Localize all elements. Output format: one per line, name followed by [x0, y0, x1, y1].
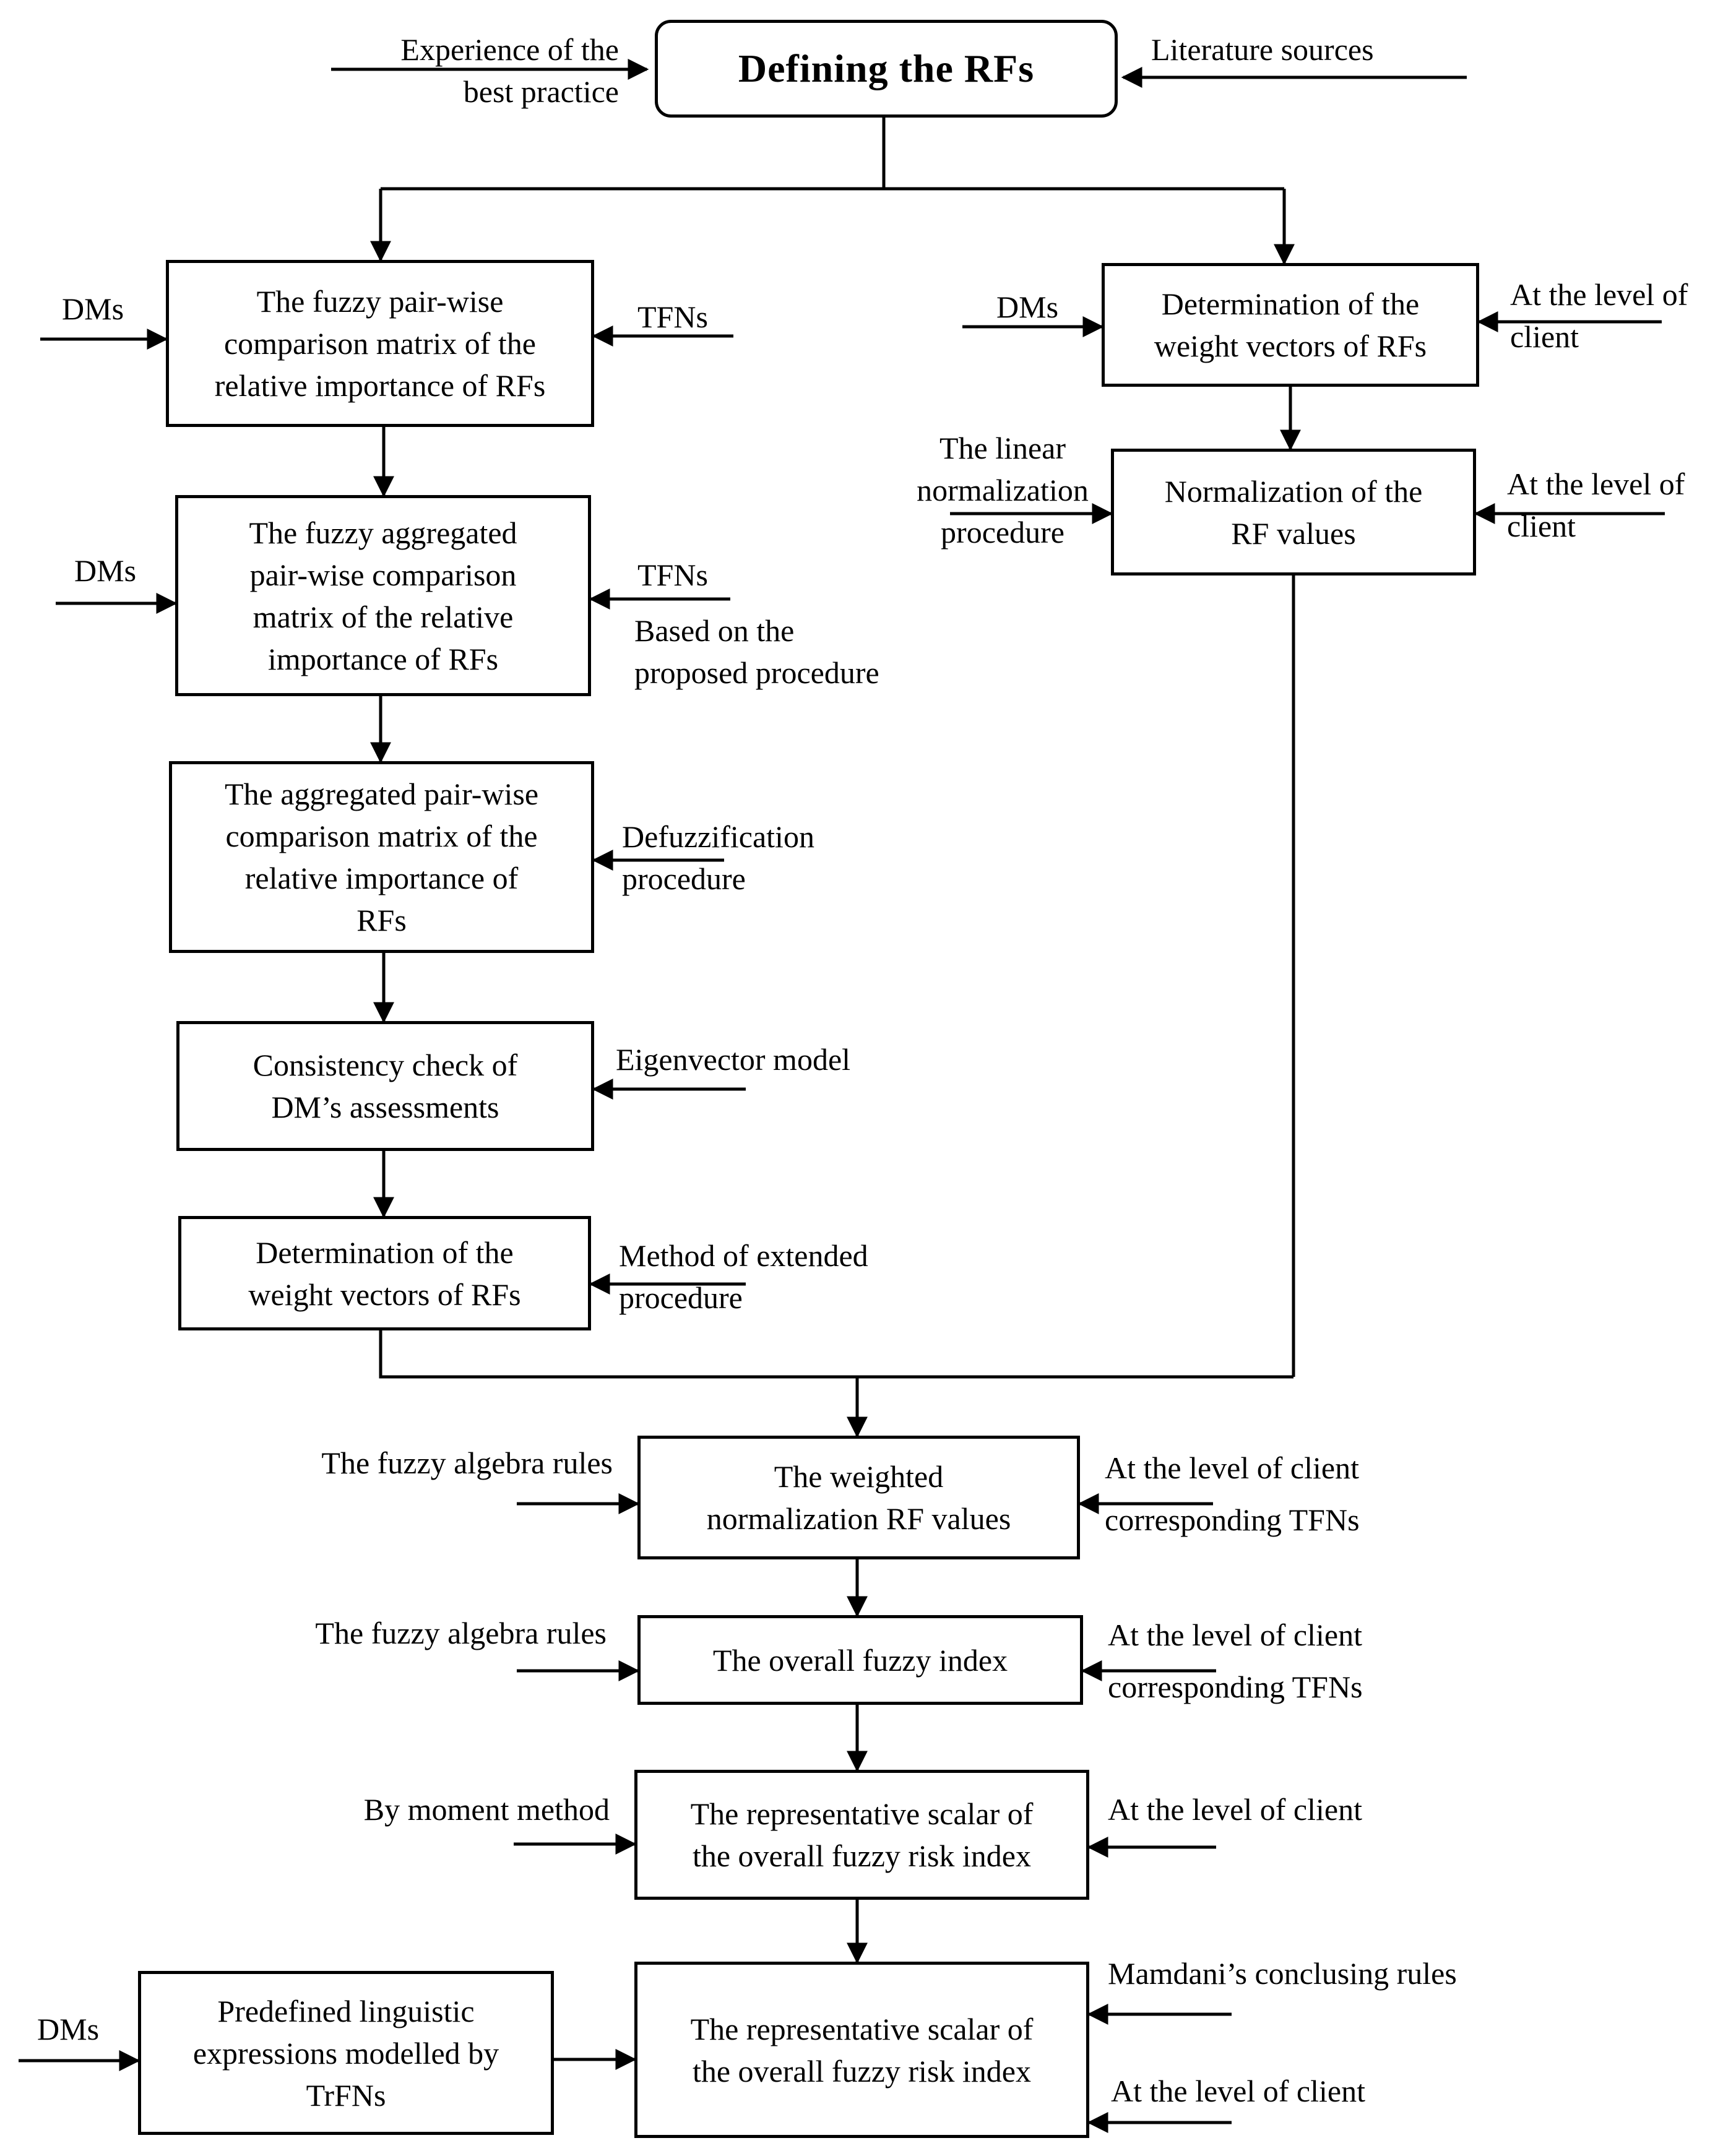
label-side-dms: DMs: [37, 2012, 100, 2046]
label-left2-dms: DMs: [74, 553, 137, 588]
box-fuzzy-pairwise-matrix: The fuzzy pair-wise comparison matrix of…: [166, 260, 594, 427]
label-right1-dms: DMs: [996, 290, 1059, 324]
label-right1-client: At the level of client: [1510, 277, 1688, 354]
label-left5-extended: Method of extended procedure: [619, 1238, 868, 1315]
box-aggregated-matrix: The aggregated pair-wise comparison matr…: [169, 761, 594, 953]
connector-left-merge: [379, 1330, 1293, 1379]
label-left3-defuzz: Defuzzification procedure: [622, 819, 814, 896]
label-b4-right-bottom: At the level of client: [1111, 2074, 1365, 2108]
box-linguistic-expressions: Predefined linguistic expressions modell…: [138, 1971, 554, 2135]
box-left-weight-vectors: Determination of the weight vectors of R…: [178, 1216, 591, 1330]
label-b3-left: By moment method: [363, 1792, 610, 1827]
label-experience: Experience of the best practice: [400, 32, 619, 109]
box-representative-scalar-final: The representative scalar of the overall…: [634, 1962, 1089, 2138]
label-b3-right: At the level of client: [1108, 1792, 1362, 1827]
label-right2-linear: The linear normalization procedure: [917, 431, 1089, 550]
label-left2-tfns: TFNs: [637, 558, 708, 592]
label-left1-tfns: TFNs: [637, 300, 708, 334]
box-right-weight-vectors: Determination of the weight vectors of R…: [1102, 263, 1479, 387]
box-representative-scalar: The representative scalar of the overall…: [634, 1770, 1089, 1900]
box-overall-fuzzy-index: The overall fuzzy index: [637, 1615, 1083, 1705]
box-weighted-normalization: The weighted normalization RF values: [637, 1436, 1080, 1559]
label-b1-right: At the level of client corresponding TFN…: [1105, 1451, 1360, 1537]
label-left4-eigen: Eigenvector model: [616, 1042, 851, 1077]
label-b4-right-top: Mamdani’s conclusing rules: [1108, 1956, 1457, 1991]
label-b2-right: At the level of client corresponding TFN…: [1108, 1618, 1363, 1704]
box-consistency-check: Consistency check of DM’s assessments: [176, 1021, 594, 1151]
label-left2-note: Based on the proposed procedure: [634, 613, 879, 690]
label-b2-left: The fuzzy algebra rules: [315, 1616, 607, 1650]
label-literature: Literature sources: [1151, 32, 1374, 67]
box-defining-rfs: Defining the RFs: [655, 20, 1118, 118]
box-fuzzy-aggregated-matrix: The fuzzy aggregated pair-wise compariso…: [175, 495, 591, 696]
box-normalization: Normalization of the RF values: [1111, 449, 1476, 575]
label-left1-dms: DMs: [62, 291, 124, 326]
label-right2-client: At the level of client: [1507, 467, 1685, 543]
label-b1-left: The fuzzy algebra rules: [321, 1446, 613, 1480]
